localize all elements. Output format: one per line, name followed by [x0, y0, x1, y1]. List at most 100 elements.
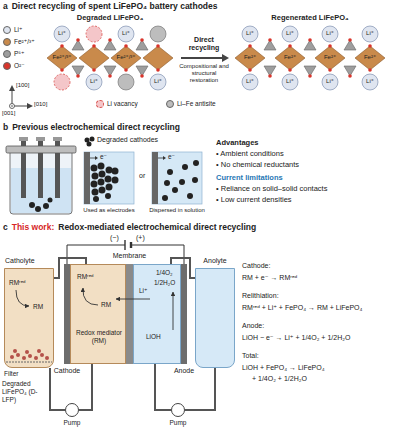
regenerated-crystal: [322, 26, 338, 42]
ion-label: Fe²⁺: [244, 54, 256, 61]
equation: + 1/4O₂ + 1/2H₂O: [252, 375, 307, 383]
catholyte-tank: CatholyteRMʳᵉᵈRM: [4, 268, 54, 368]
legend-swatch: [96, 100, 104, 108]
legend-item: O²⁻: [3, 62, 25, 70]
node-text: RMʳᵉᵈ: [9, 279, 26, 287]
heading-row: aDirect recycling of spent LiFePO₄ batte…: [3, 1, 217, 11]
beaker-cell: [6, 146, 76, 153]
degraded-crystal: [150, 26, 166, 42]
panel-letter: b: [3, 122, 8, 132]
electrode-scheme: [112, 177, 119, 184]
dispersion-scheme: [179, 179, 185, 185]
degraded-crystal: [124, 68, 128, 72]
dispersion-scheme: [152, 152, 158, 204]
legend-swatch: [3, 50, 11, 58]
beaker-cell: [43, 203, 49, 209]
node-heading: Catholyte: [5, 257, 35, 265]
axis-label: [100]: [16, 82, 29, 89]
dispersion-scheme: [164, 180, 170, 186]
regenerated-crystal: [308, 38, 312, 42]
dispersion-scheme: [187, 193, 193, 199]
electrode-scheme: [99, 187, 106, 194]
node-text: RM: [101, 301, 111, 309]
degraded-crystal: [54, 26, 70, 42]
illustration-caption: Dispersed in solution: [149, 207, 205, 214]
degraded-crystal: [140, 74, 144, 78]
equation-heading: Anode:: [242, 322, 264, 330]
pipe: [185, 368, 215, 410]
axes-symbol: [10, 104, 15, 109]
node-heading: Pump: [170, 419, 187, 427]
degraded-crystal: [111, 46, 141, 70]
anode-compartment: Li⁺1/4O₂1/2H₂OLiOH: [133, 264, 181, 364]
degraded-crystal: [86, 26, 102, 42]
degraded-crystal: [118, 26, 134, 42]
dispersion-scheme: [162, 160, 199, 201]
dispersion-scheme: [162, 195, 168, 201]
regenerated-crystal: [348, 74, 352, 78]
ion-label: Li⁺: [366, 30, 374, 37]
list-item: • Low current densities: [216, 195, 292, 204]
electrode-scheme: [106, 184, 113, 191]
electrode-scheme: [106, 167, 113, 174]
regenerated-crystal: [242, 26, 378, 90]
particles-icon: [87, 142, 92, 147]
regenerated-crystal: [242, 26, 258, 42]
legend-text: Li–Fe antisite: [177, 100, 216, 108]
dispersion-scheme: [158, 158, 163, 159]
node-heading: Pump: [64, 419, 81, 427]
ion-label: Li⁺: [246, 30, 254, 37]
regenerated-crystal: [282, 74, 298, 90]
ion-label: Li⁺: [286, 30, 294, 37]
degraded-crystal: [54, 74, 70, 90]
electron-label: e⁻: [168, 153, 175, 161]
list-heading: Advantages: [216, 138, 259, 147]
beaker-cell: [36, 137, 45, 141]
node-text: 1/2H₂O: [154, 279, 175, 287]
equation: RM + e⁻ → RMʳᵉᵈ: [242, 274, 297, 282]
list-heading: Current limitations: [216, 173, 283, 182]
degraded-crystal: [60, 44, 64, 48]
arrow-note: Compositional and structural restoration: [178, 63, 230, 85]
regenerated-crystal: [248, 44, 252, 48]
equation: RMʳᵉᵈ + Li⁺ + FePO₄ → RM + LiFePO₄: [242, 304, 362, 312]
cathode-compartment: RMʳᵉᵈRM Redox mediator (RM): [70, 264, 126, 364]
dispersion-scheme: [152, 152, 202, 204]
connective: or: [139, 172, 145, 180]
electrode-scheme: [84, 152, 134, 204]
legend-text: P⁵⁺: [14, 50, 24, 58]
dispersion-scheme: [167, 169, 173, 175]
ion-label: Li⁺: [90, 78, 98, 85]
node-text: Redox mediator (RM): [74, 329, 124, 345]
axis-label: [001]: [2, 110, 15, 117]
ion-label: Fe²⁺: [324, 54, 336, 61]
degraded-crystal: [156, 44, 160, 48]
panel-title: Previous electrochemical direct recyclin…: [12, 122, 180, 132]
legend-swatch: [166, 100, 174, 108]
regenerated-crystal: [288, 68, 292, 72]
ion-label: Fe²⁺: [364, 54, 376, 61]
electrode-scheme: [92, 173, 99, 180]
ion-label: Li⁺: [122, 30, 130, 37]
ion-label: Fe²⁺/³⁺: [53, 54, 72, 61]
pipe: [50, 368, 65, 410]
node-heading: Anolyte: [203, 257, 226, 265]
electrode-scheme: [105, 193, 111, 199]
axes-symbol: [11, 105, 13, 107]
legend-text: Fe²⁺/³⁺: [14, 38, 35, 46]
regenerated-crystal: [275, 46, 305, 70]
dispersion-scheme: [193, 160, 199, 166]
particles-icon: [85, 137, 95, 147]
process-arrow: [222, 54, 229, 62]
list-item: • Ambient conditions: [216, 149, 284, 158]
dispersion-scheme: [182, 164, 188, 170]
terminal-label: (−): [110, 234, 119, 242]
regenerated-crystal: [235, 26, 385, 90]
illustration-label: Degraded cathodes: [97, 136, 158, 144]
list-item: • No chemical reductants: [216, 160, 299, 169]
structure-heading: Degraded LiFePO₄: [77, 13, 144, 22]
part-label: Degraded LiFePO₄ (D-LFP): [2, 380, 46, 403]
node-text: RMʳᵉᵈ: [77, 273, 94, 281]
degraded-crystal: [47, 46, 77, 70]
